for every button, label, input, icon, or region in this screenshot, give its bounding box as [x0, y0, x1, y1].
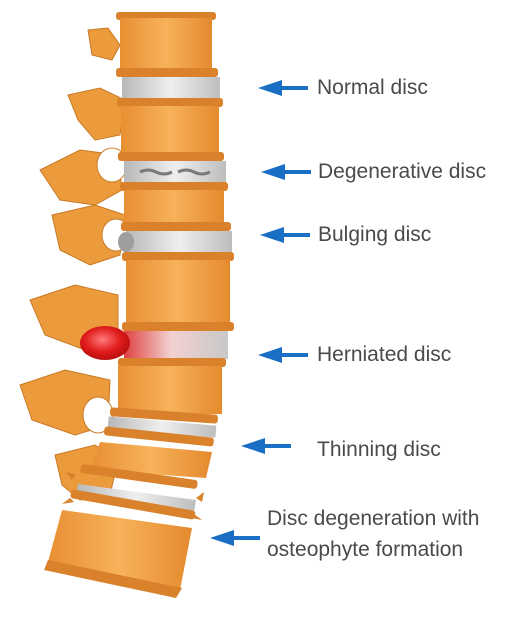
normal-disc: [122, 77, 220, 99]
vertebra-4: [122, 252, 234, 331]
label-thinning-disc: Thinning disc: [317, 437, 441, 463]
label-herniated-disc: Herniated disc: [317, 342, 451, 368]
label-osteophyte-line1: Disc degeneration with: [267, 506, 479, 532]
arrow-thinning-icon: [241, 438, 291, 454]
vertebra-5: [110, 358, 226, 424]
label-bulging-disc: Bulging disc: [318, 222, 431, 248]
arrow-osteophyte-icon: [210, 530, 260, 546]
herniated-disc: [80, 326, 228, 360]
degenerative-disc: [124, 161, 226, 183]
vertebra-3: [120, 182, 231, 231]
bulging-disc: [118, 231, 232, 253]
label-degenerative-disc: Degenerative disc: [318, 159, 486, 185]
arrow-normal-icon: [258, 80, 308, 96]
label-normal-disc: Normal disc: [317, 75, 428, 101]
arrow-herniated-icon: [258, 347, 308, 363]
vertebra-2: [117, 98, 224, 161]
arrow-bulging-icon: [260, 227, 310, 243]
vertebra-1: [116, 12, 218, 77]
arrow-degenerative-icon: [261, 164, 311, 180]
label-osteophyte-line2: osteophyte formation: [267, 537, 463, 563]
